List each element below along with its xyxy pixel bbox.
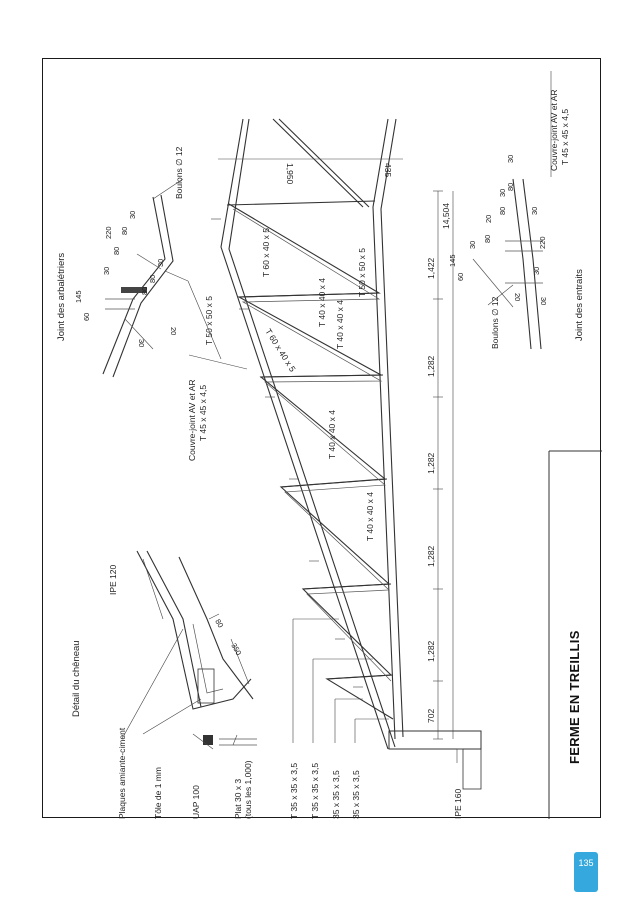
dim-1282-c: 1,282 <box>426 452 436 474</box>
couvre-joint-size: T 45 x 45 x 4,5 <box>198 385 208 441</box>
rafter-joint-dims: 60 145 30 220 80 80 30 80 80 30 20 30 <box>74 211 178 348</box>
dim-1282-d: 1,282 <box>426 355 436 377</box>
svg-text:30: 30 <box>506 155 515 163</box>
svg-text:20: 20 <box>484 215 493 223</box>
svg-text:20: 20 <box>169 327 178 335</box>
member-t40-c: T 40 x 40 x 4 <box>327 410 337 459</box>
svg-text:30: 30 <box>128 211 137 219</box>
svg-text:60: 60 <box>456 273 465 281</box>
member-t60-top: T 60 x 40 x 5 <box>261 228 271 277</box>
support-ipe160 <box>388 730 482 750</box>
member-t40-d: T 40 x 40 x 4 <box>365 492 375 541</box>
svg-text:80: 80 <box>120 227 129 235</box>
svg-text:30: 30 <box>156 259 165 267</box>
label-uap: UAP 100 <box>191 785 201 819</box>
couvre-joint-leader <box>188 354 248 370</box>
svg-text:30: 30 <box>539 297 548 305</box>
svg-text:60: 60 <box>82 313 91 321</box>
svg-text:30: 30 <box>532 267 541 275</box>
rafter-top-extension-2 <box>278 118 370 208</box>
svg-text:30: 30 <box>137 339 146 347</box>
svg-text:145: 145 <box>448 254 457 267</box>
svg-text:20: 20 <box>513 293 522 301</box>
svg-text:80: 80 <box>483 235 492 243</box>
page-number-badge: 135 <box>574 852 598 892</box>
rafter-top-extension <box>272 118 364 208</box>
dim-435: 435 <box>383 163 393 177</box>
label-ipe160: IPE 160 <box>453 788 463 819</box>
top-chord <box>220 118 389 750</box>
label-ipe120: IPE 120 <box>108 564 118 595</box>
svg-text:80: 80 <box>112 247 121 255</box>
label-plat: Plat 30 x 3 <box>233 779 243 819</box>
boulons-top: Boulons ∅ 12 <box>174 146 184 199</box>
label-tole: Tôle de 1 mm <box>153 767 163 819</box>
drawing-frame: FERME EN TREILLIS 7 <box>42 58 602 819</box>
couvre-joint-label: Couvre-joint AV et AR <box>187 379 197 461</box>
svg-text:30: 30 <box>530 207 539 215</box>
bottom-chord-inner <box>380 118 404 738</box>
dim-1422: 1,422 <box>426 257 436 279</box>
dim-80: 80 <box>213 618 225 630</box>
gutter-title: Détail du chêneau <box>71 640 82 717</box>
label-t35-a: T 35 x 35 x 3,5 <box>289 763 299 819</box>
svg-text:80: 80 <box>148 275 157 283</box>
svg-text:30: 30 <box>102 267 111 275</box>
svg-text:145: 145 <box>74 290 83 303</box>
svg-text:220: 220 <box>538 236 547 249</box>
couvre-joint-label-2: Couvre-joint AV et AR <box>549 89 559 171</box>
label-plaques: Plaques amiante-ciment <box>117 727 127 819</box>
dim-350: 350 <box>229 642 243 657</box>
member-t40-a: T 40 x 40 x 4 <box>317 278 327 327</box>
dim-1950: 1,950 <box>285 163 295 185</box>
tie-joint-title: Joint des entraits <box>574 269 585 341</box>
label-t35-b: T 35 x 35 x 3,5 <box>310 763 320 819</box>
label-a35-a: 35 x 35 x 3,5 <box>331 770 341 819</box>
section-leaders <box>292 618 463 763</box>
drawing-title: FERME EN TREILLIS <box>567 630 582 764</box>
svg-text:30: 30 <box>468 241 477 249</box>
member-t50-top: T 50 x 50 x 5 <box>357 248 367 297</box>
member-t40-b: T 40 x 40 x 4 <box>335 300 345 349</box>
svg-text:220: 220 <box>104 226 113 239</box>
tie-joint-dims: 30 80 30 80 20 30 80 220 30 145 60 20 30… <box>448 155 548 306</box>
bottom-chord <box>372 118 396 740</box>
support-column <box>462 748 482 790</box>
truss-drawing: FERME EN TREILLIS 7 <box>56 71 602 819</box>
svg-text:80: 80 <box>506 183 515 191</box>
dim-1282-a: 1,282 <box>426 640 436 662</box>
rafter-joint-drawing <box>102 178 222 378</box>
dim-14504: 14,504 <box>441 203 451 229</box>
svg-text:80: 80 <box>140 287 149 295</box>
member-t50-bottom: T 50 x 50 x 5 <box>204 296 214 345</box>
gutter-drawing <box>122 550 257 750</box>
couvre-joint-size-2: T 45 x 45 x 4,5 <box>560 109 570 165</box>
purlin-ticks <box>211 218 363 688</box>
svg-text:80: 80 <box>498 207 507 215</box>
diagonals-inner <box>232 208 392 682</box>
top-chord-inner <box>228 118 396 748</box>
tie-joint-drawing <box>472 71 552 350</box>
dim-702: 702 <box>426 709 436 723</box>
boulons-bottom: Boulons ∅ 12 <box>490 296 500 349</box>
label-plat-note: (tous les 1,000) <box>243 760 253 819</box>
dimension-ticks <box>433 190 443 740</box>
dim-1282-b: 1,282 <box>426 545 436 567</box>
rafter-joint-title: Joint des arbalétriers <box>56 253 67 341</box>
diagonals <box>228 203 394 720</box>
svg-text:30: 30 <box>498 189 507 197</box>
vertical-0 <box>226 200 376 206</box>
label-a35-b: 35 x 35 x 3,5 <box>351 770 361 819</box>
